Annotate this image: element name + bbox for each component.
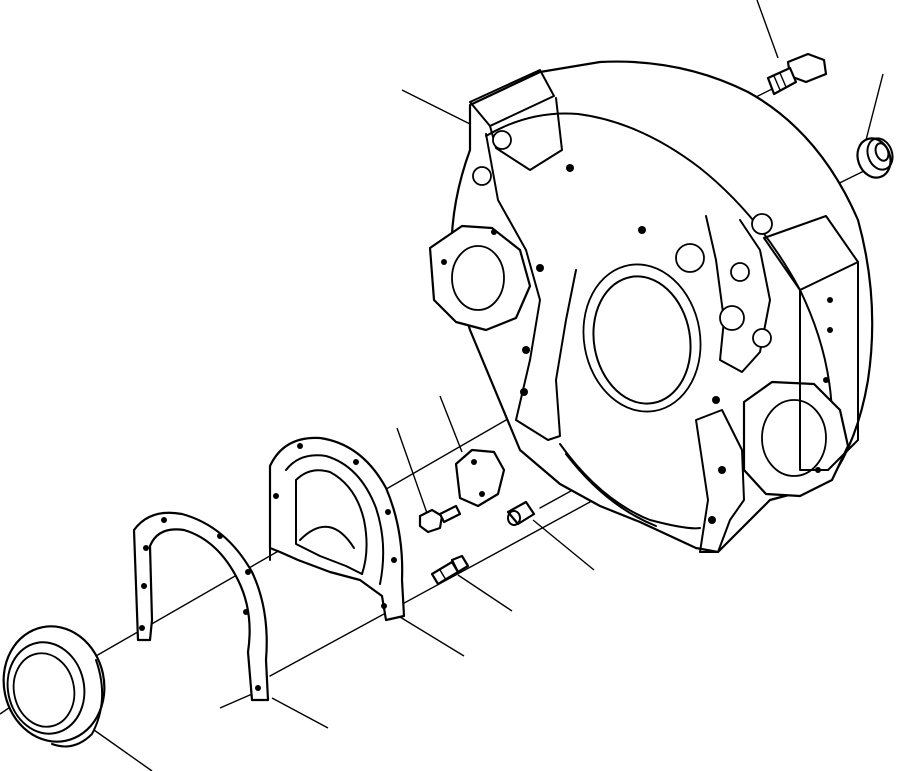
housing-web-right <box>705 215 771 373</box>
housing-hole-1 <box>492 130 512 150</box>
leader-oil-seal-b <box>93 729 153 771</box>
gasket-hole-4 <box>245 569 251 575</box>
housing-bolt-hole-1 <box>566 164 574 172</box>
seal-carrier-hole-1 <box>273 493 279 499</box>
housing-bolt-hole-11 <box>823 377 829 383</box>
cover-plate-hole-2 <box>479 491 485 497</box>
housing-bolt-hole-8 <box>708 516 716 524</box>
housing-bolt-hole-9 <box>827 297 833 303</box>
cover-plate <box>454 448 506 508</box>
seal-carrier-hole-3 <box>353 459 359 465</box>
plug-body <box>856 137 892 179</box>
housing-hole-5 <box>730 262 750 282</box>
housing-bolt-shank <box>766 66 798 96</box>
housing-hole-2 <box>472 166 492 186</box>
housing-right-box <box>763 215 859 471</box>
leader-carrier-bolt <box>457 574 513 612</box>
cover-bolt-head <box>418 508 444 534</box>
seal-carrier <box>268 436 406 622</box>
housing-bolt-hole-13 <box>491 229 497 235</box>
carrier-bolt <box>430 554 470 586</box>
housing-bolt-hole-2 <box>536 264 544 272</box>
leader-seal-carrier <box>399 616 465 657</box>
housing-bolt-hole-6 <box>712 396 720 404</box>
gasket-hole-1 <box>143 545 149 551</box>
housing-web-left <box>485 133 577 441</box>
seal-carrier-hole-6 <box>381 603 387 609</box>
seal-carrier-hole-2 <box>297 443 303 449</box>
housing-gasket <box>132 511 270 702</box>
gasket-hole-6 <box>243 609 249 615</box>
housing-main-bore <box>582 263 702 413</box>
housing-hole-6 <box>752 328 772 348</box>
oil-seal-bore <box>12 652 76 728</box>
dowel-pin-body <box>506 500 536 526</box>
housing-hole-4 <box>675 243 705 273</box>
oil-seal-lip <box>6 641 86 735</box>
cover-plate-body <box>454 448 506 508</box>
leader-housing <box>401 89 479 129</box>
seal-carrier-rib <box>299 525 355 549</box>
carrier-bolt-thread <box>439 569 447 581</box>
dowel-pin <box>506 500 536 526</box>
leader-plug <box>865 73 884 141</box>
housing-left-bore <box>451 245 505 311</box>
gasket-hole-8 <box>139 625 145 631</box>
gasket-hole-2 <box>161 517 167 523</box>
leader-housing-bolt <box>756 0 779 59</box>
cover-plate-hole-1 <box>471 459 477 465</box>
plug <box>856 137 894 179</box>
gasket-hole-5 <box>141 583 147 589</box>
cover-bolt-shank <box>438 504 462 524</box>
carrier-bolt-head <box>450 554 470 574</box>
housing-main-bore-inner <box>592 275 692 405</box>
housing-right-box-edge <box>799 261 859 291</box>
leader-gasket-b <box>271 697 329 729</box>
housing-bolt-thread-2 <box>779 72 787 88</box>
housing-lower-arc <box>559 443 701 530</box>
seal-carrier-hole-5 <box>391 557 397 563</box>
gasket-hole-3 <box>217 533 223 539</box>
housing-bolt-hole-10 <box>827 327 833 333</box>
housing-bolt-hole-7 <box>718 466 726 474</box>
housing-bolt-hole-4 <box>520 388 528 396</box>
seal-carrier-base <box>295 479 363 575</box>
plug-rim <box>866 137 894 171</box>
housing-bolt-thread-1 <box>773 75 781 91</box>
cover-bolt <box>418 504 462 534</box>
seal-carrier-arch <box>285 454 385 585</box>
housing-bottom-flange <box>695 409 745 553</box>
leader-cover-bolt <box>396 427 429 517</box>
housing-bolt-hole-3 <box>522 346 530 354</box>
oil-seal-side <box>51 659 104 748</box>
housing-hole-3 <box>751 213 773 235</box>
gasket-outline <box>132 511 270 702</box>
housing-bolt-hole-5 <box>638 226 646 234</box>
leader-cover-plate <box>439 395 463 453</box>
housing-right-bore <box>761 399 827 477</box>
plug-inner <box>874 142 890 162</box>
seal-carrier-inner-wall <box>295 469 368 575</box>
gasket-hole-7 <box>255 685 261 691</box>
dowel-pin-end <box>507 510 521 526</box>
flywheel-housing <box>428 60 874 554</box>
seal-carrier-hole-4 <box>385 509 391 515</box>
housing-bolt <box>766 52 828 96</box>
housing-hole-7 <box>719 305 745 331</box>
housing-bolt-hole-14 <box>815 467 821 473</box>
housing-lower-arc-2 <box>565 453 657 527</box>
housing-bolt-hole-12 <box>441 259 447 265</box>
leader-dowel-pin <box>532 519 595 571</box>
housing-upper-pad <box>469 69 555 127</box>
oil-seal <box>2 625 106 748</box>
